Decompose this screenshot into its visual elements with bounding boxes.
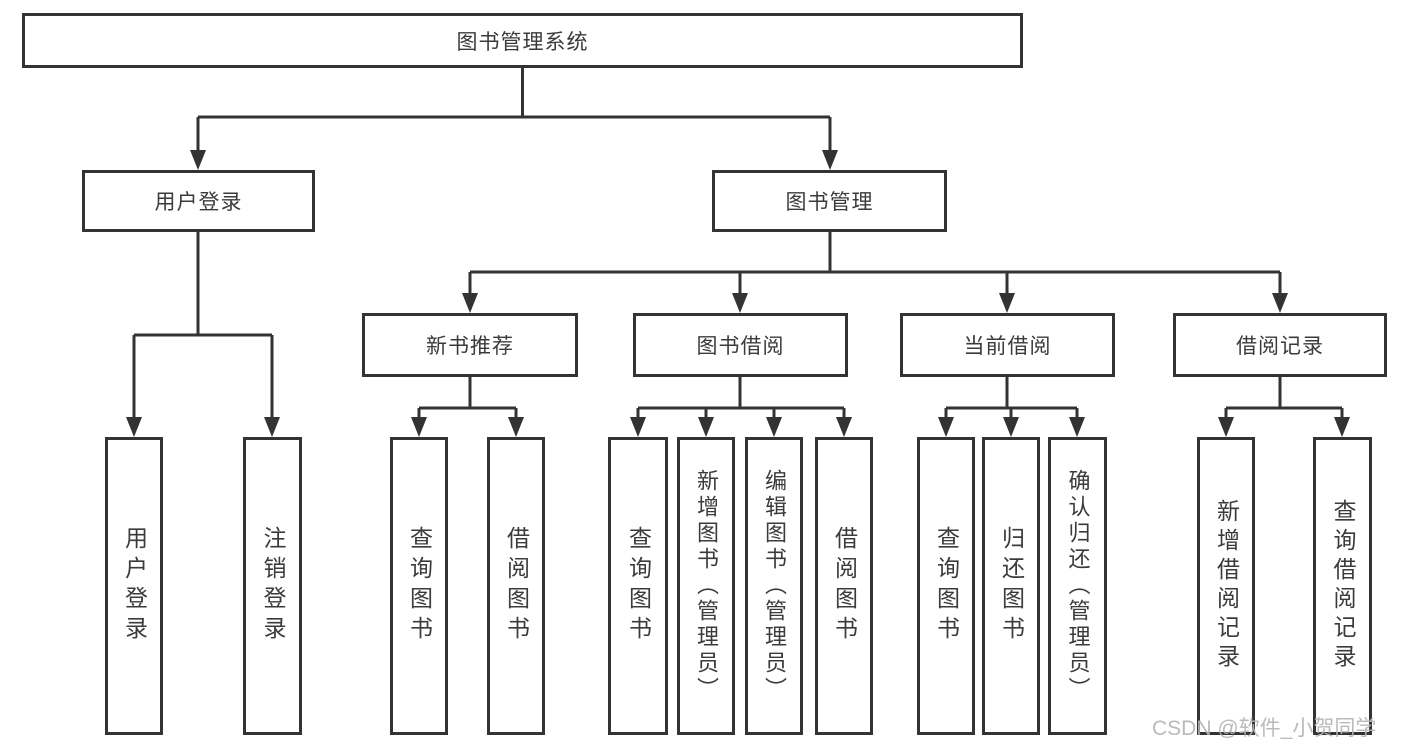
node-label: 新书推荐 xyxy=(426,335,514,358)
node-label: 借阅图书 xyxy=(831,526,858,646)
node-label: 查询图书 xyxy=(625,526,652,646)
leaf-query-borrow-record: 查询借阅记录 xyxy=(1313,437,1372,735)
node-label: 图书借阅 xyxy=(696,335,785,358)
leaf-user-login: 用户登录 xyxy=(105,437,163,735)
leaf-return-book: 归还图书 xyxy=(982,437,1040,735)
node-borrowing-records: 借阅记录 xyxy=(1173,313,1387,377)
node-label: 查询图书 xyxy=(406,526,433,646)
watermark: CSDN @软件_小贺同学 xyxy=(1152,717,1377,740)
node-new-book-recommend: 新书推荐 xyxy=(362,313,578,377)
node-label: 查询图书 xyxy=(933,526,960,646)
leaf-borrow-books-recommend: 借阅图书 xyxy=(487,437,545,735)
node-label: 新增图书（管理员） xyxy=(694,469,719,703)
node-label: 用户登录 xyxy=(154,191,243,214)
node-label: 编辑图书（管理员） xyxy=(762,469,787,703)
node-user-login: 用户登录 xyxy=(82,170,315,232)
node-label: 归还图书 xyxy=(998,526,1025,646)
leaf-logout: 注销登录 xyxy=(243,437,302,735)
leaf-edit-book-admin: 编辑图书（管理员） xyxy=(745,437,803,735)
node-label: 确认归还（管理员） xyxy=(1065,469,1091,703)
leaf-borrow-books-borrowing: 借阅图书 xyxy=(815,437,873,735)
leaf-query-books-recommend: 查询图书 xyxy=(390,437,448,735)
node-label: 图书管理系统 xyxy=(456,30,589,54)
node-book-management: 图书管理 xyxy=(712,170,947,232)
node-label: 用户登录 xyxy=(121,526,148,646)
node-label: 新增借阅记录 xyxy=(1213,499,1240,673)
leaf-query-books-borrowing: 查询图书 xyxy=(608,437,668,735)
node-label: 图书管理 xyxy=(785,191,874,214)
node-label: 借阅图书 xyxy=(503,526,530,646)
node-label: 借阅记录 xyxy=(1236,335,1324,358)
leaf-add-borrow-record: 新增借阅记录 xyxy=(1197,437,1255,735)
node-library-management-system: 图书管理系统 xyxy=(22,13,1023,68)
leaf-confirm-return-admin: 确认归还（管理员） xyxy=(1048,437,1107,735)
leaf-query-books-current: 查询图书 xyxy=(917,437,975,735)
leaf-add-book-admin: 新增图书（管理员） xyxy=(677,437,735,735)
node-book-borrowing: 图书借阅 xyxy=(633,313,848,377)
node-label: 当前借阅 xyxy=(963,335,1052,358)
node-current-borrowing: 当前借阅 xyxy=(900,313,1115,377)
node-label: 查询借阅记录 xyxy=(1330,499,1356,673)
node-label: 注销登录 xyxy=(260,526,286,646)
